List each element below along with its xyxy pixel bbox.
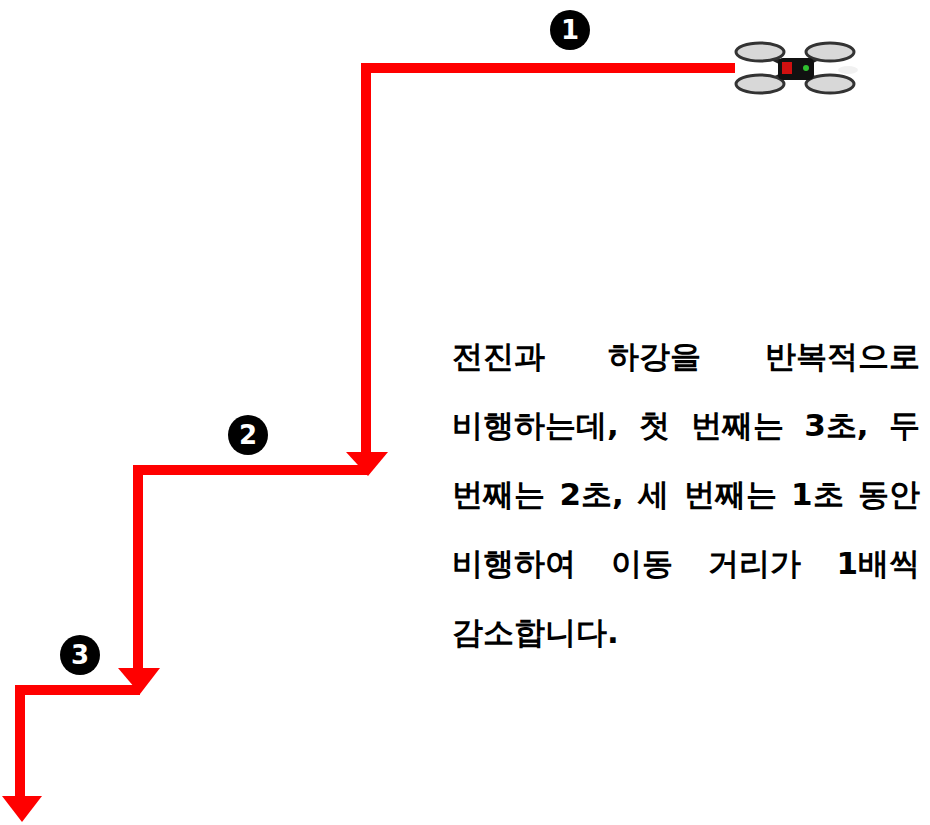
callout-number: 2 [228, 415, 268, 455]
description-text: 전진과 하강을 반복적으로 비행하는데, 첫 번째는 3초, 두 번째는 2초,… [452, 322, 920, 667]
arrowhead [346, 452, 388, 476]
callout-text: 1 [561, 17, 579, 43]
path-segment [20, 690, 140, 800]
arrowhead [2, 796, 42, 822]
arrowheads [2, 452, 388, 822]
callout-number: 3 [60, 635, 100, 675]
callout-number: 1 [550, 10, 590, 50]
path-segment [138, 470, 368, 675]
drone-illustration [736, 43, 858, 93]
callout-text: 3 [71, 642, 89, 668]
callout-text: 2 [239, 422, 257, 448]
path-segment [366, 68, 735, 455]
arrowhead [118, 668, 160, 694]
